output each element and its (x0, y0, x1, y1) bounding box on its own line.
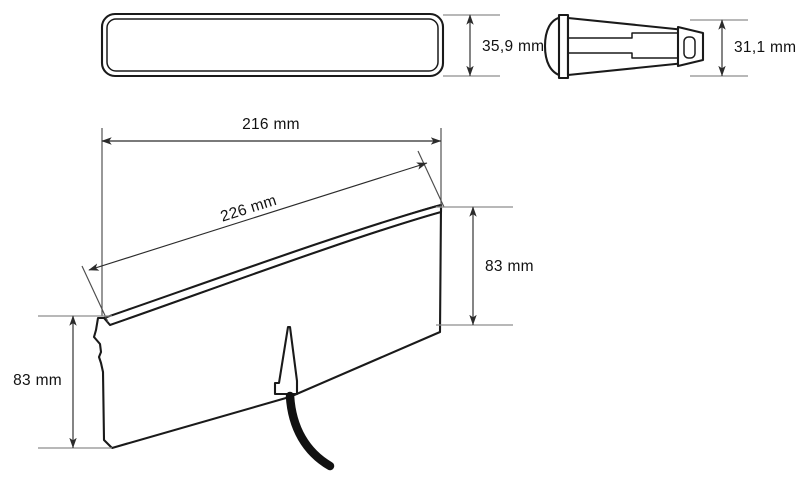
side-view-slot (683, 36, 696, 59)
front-view-cable (285, 391, 335, 471)
ext-line-left-diag (81, 265, 109, 323)
side-view-left-cap (543, 15, 564, 78)
dimension-83mm-right: 83 mm (436, 206, 534, 326)
dimension-line (88, 162, 428, 271)
side-view-right-block (676, 25, 705, 68)
dimension-31-1mm: 31,1 mm (690, 19, 796, 77)
side-view-inner-line-lower (567, 52, 683, 59)
dimension-label-216mm: 216 mm (242, 116, 300, 133)
side-view-profile (543, 13, 705, 80)
side-view-inner-line-upper (567, 32, 683, 39)
dimension-label-31-1mm: 31,1 mm (734, 39, 796, 56)
dimension-35-9mm: 35,9 mm (443, 14, 544, 77)
front-view-spike-connector (273, 325, 299, 396)
side-view-flange (557, 13, 570, 80)
top-view-rounded-rectangle (100, 12, 445, 78)
top-view-outer-outline (100, 12, 445, 78)
dimension-label-83mm-left: 83 mm (13, 372, 62, 389)
ext-line-right-diag (417, 150, 445, 208)
dimension-label-83mm-right: 83 mm (485, 258, 534, 275)
dimension-83mm-left: 83 mm (13, 315, 112, 449)
dimension-label-35-9mm: 35,9 mm (482, 38, 544, 55)
top-view-inner-outline (106, 18, 439, 72)
